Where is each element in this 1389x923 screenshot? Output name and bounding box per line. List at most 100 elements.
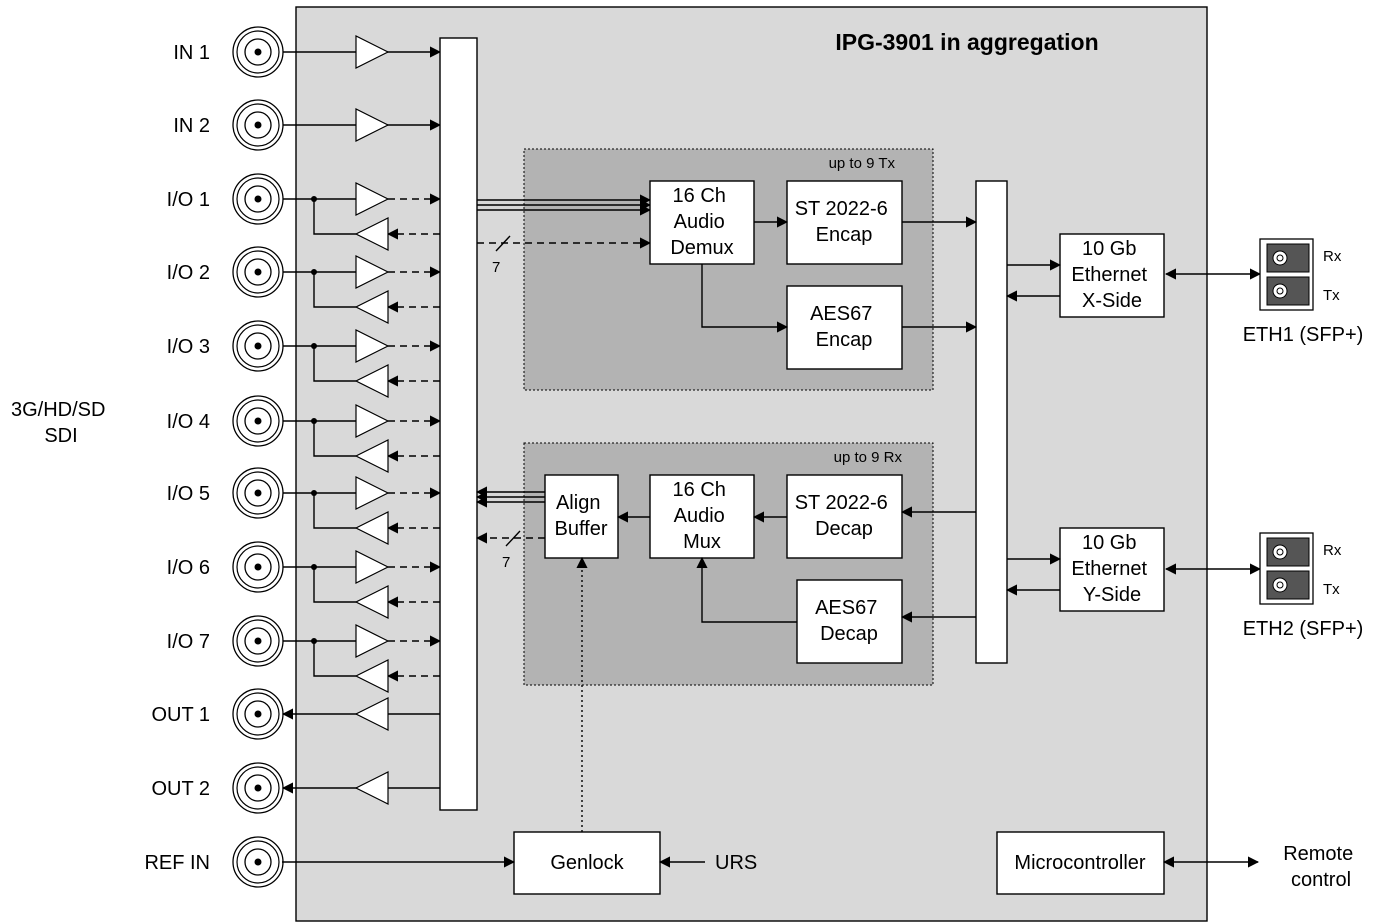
amplifier-icon xyxy=(355,255,390,289)
amplifier-icon xyxy=(355,329,390,363)
bnc-connector-icon xyxy=(232,99,284,151)
sfp-connector-eth1 xyxy=(1259,238,1314,311)
port-labels: IN 1IN 2I/O 1I/O 2I/O 3I/O 4I/O 5I/O 6I/… xyxy=(144,42,210,874)
audio-demux-label: 16 Ch Audio Demux xyxy=(670,185,733,259)
port-label: IN 2 xyxy=(173,115,210,137)
amplifier-icon xyxy=(354,439,389,473)
port-label: OUT 1 xyxy=(151,704,210,726)
remote-control-line-2: control xyxy=(1291,869,1351,891)
bnc-connector-icon xyxy=(232,173,284,225)
ip-switch-bus xyxy=(975,180,1008,664)
audio-demux-line-2: Audio xyxy=(674,211,725,233)
page-title: IPG-3901 in aggregation xyxy=(835,29,1098,55)
junction-dot xyxy=(311,564,317,570)
bnc-connector-icon xyxy=(232,762,284,814)
eth-x-side-block xyxy=(1059,233,1165,318)
junction-dot xyxy=(311,490,317,496)
bnc-connector-icon xyxy=(232,395,284,447)
sdi-label: 3G/HD/SD SDI xyxy=(11,399,111,447)
amplifier-icon xyxy=(355,108,390,142)
st2022-encap-block xyxy=(786,180,903,265)
aes67-decap-block xyxy=(796,579,903,664)
microcontroller-label: Microcontroller xyxy=(1014,852,1145,874)
sfp-connector-eth2 xyxy=(1259,532,1314,605)
bnc-connectors xyxy=(232,26,284,888)
signal-line xyxy=(313,346,356,382)
amplifier-icon xyxy=(354,511,389,545)
audio-mux-block xyxy=(649,474,755,559)
port-label: I/O 5 xyxy=(167,483,210,505)
signal-line xyxy=(313,493,356,529)
sdi-label-line-1: 3G/HD/SD xyxy=(11,399,105,421)
aes67-decap-line-2: Decap xyxy=(820,623,878,645)
st2022-decap-line-2: Decap xyxy=(815,518,873,540)
sdi-crosspoint-bus xyxy=(439,37,478,811)
audio-mux-line-2: Audio xyxy=(674,505,725,527)
aes67-encap-label: AES67 Encap xyxy=(810,303,878,351)
amplifier-icon xyxy=(354,364,389,398)
microcontroller-block xyxy=(996,831,1165,895)
eth-y-line-1: 10 Gb xyxy=(1082,532,1136,554)
port-label: IN 1 xyxy=(173,42,210,64)
genlock-label: Genlock xyxy=(550,852,624,874)
rx-group-label: up to 9 Rx xyxy=(834,449,903,466)
urs-label: URS xyxy=(715,852,757,874)
eth1-sfp-label: ETH1 (SFP+) xyxy=(1243,324,1364,346)
bnc-connector-icon xyxy=(232,467,284,519)
port-label: I/O 6 xyxy=(167,557,210,579)
eth-y-side-block xyxy=(1059,527,1165,612)
st2022-encap-label: ST 2022-6 Encap xyxy=(795,198,894,246)
genlock-block xyxy=(513,831,661,895)
eth-x-line-1: 10 Gb xyxy=(1082,238,1136,260)
sdi-amplifiers xyxy=(281,35,442,805)
amplifier-icon xyxy=(354,585,389,619)
tx-group-label: up to 9 Tx xyxy=(829,155,896,172)
audio-demux-line-3: Demux xyxy=(670,237,733,259)
amplifier-icon xyxy=(355,182,390,216)
bus-width-tx: 7 xyxy=(492,259,500,276)
eth-y-line-2: Ethernet xyxy=(1071,558,1147,580)
audio-mux-line-3: Mux xyxy=(683,531,721,553)
bnc-connector-icon xyxy=(232,26,284,78)
st2022-encap-line-2: Encap xyxy=(816,224,873,246)
amplifier-icon xyxy=(354,659,389,693)
port-label: REF IN xyxy=(144,852,210,874)
amplifier-icon xyxy=(355,404,390,438)
amplifier-icon xyxy=(355,624,390,658)
signal-line xyxy=(313,421,356,457)
eth2-tx-label: Tx xyxy=(1323,581,1340,598)
amplifier-icon xyxy=(354,771,389,805)
bnc-connector-icon xyxy=(232,246,284,298)
align-buffer-label: Align Buffer xyxy=(555,492,608,540)
port-label: I/O 1 xyxy=(167,189,210,211)
bnc-connector-icon xyxy=(232,320,284,372)
eth-x-side-label: 10 Gb Ethernet X-Side xyxy=(1071,238,1152,312)
bnc-connector-icon xyxy=(232,836,284,888)
eth-y-line-3: Y-Side xyxy=(1083,584,1141,606)
st2022-encap-line-1: ST 2022-6 xyxy=(795,198,888,220)
junction-dot xyxy=(311,196,317,202)
aes67-decap-line-1: AES67 xyxy=(815,597,877,619)
signal-line xyxy=(313,567,356,603)
eth2-rx-label: Rx xyxy=(1323,542,1342,559)
port-label: I/O 4 xyxy=(167,411,210,433)
junction-dot xyxy=(311,418,317,424)
amplifier-icon xyxy=(354,217,389,251)
signal-line xyxy=(313,199,356,235)
eth-x-line-2: Ethernet xyxy=(1071,264,1147,286)
port-label: I/O 7 xyxy=(167,631,210,653)
remote-control-line-1: Remote xyxy=(1283,843,1353,865)
st2022-decap-label: ST 2022-6 Decap xyxy=(795,492,894,540)
eth1-tx-label: Tx xyxy=(1323,287,1340,304)
amplifier-icon xyxy=(354,697,389,731)
aes67-encap-line-1: AES67 xyxy=(810,303,872,325)
eth2-sfp-label: ETH2 (SFP+) xyxy=(1243,618,1364,640)
port-label: I/O 3 xyxy=(167,336,210,358)
audio-demux-block xyxy=(649,180,755,265)
audio-mux-label: 16 Ch Audio Mux xyxy=(673,479,732,553)
remote-control-label: Remote control xyxy=(1283,843,1359,891)
junction-dot xyxy=(311,343,317,349)
eth-x-line-3: X-Side xyxy=(1082,290,1142,312)
audio-demux-line-1: 16 Ch xyxy=(673,185,726,207)
